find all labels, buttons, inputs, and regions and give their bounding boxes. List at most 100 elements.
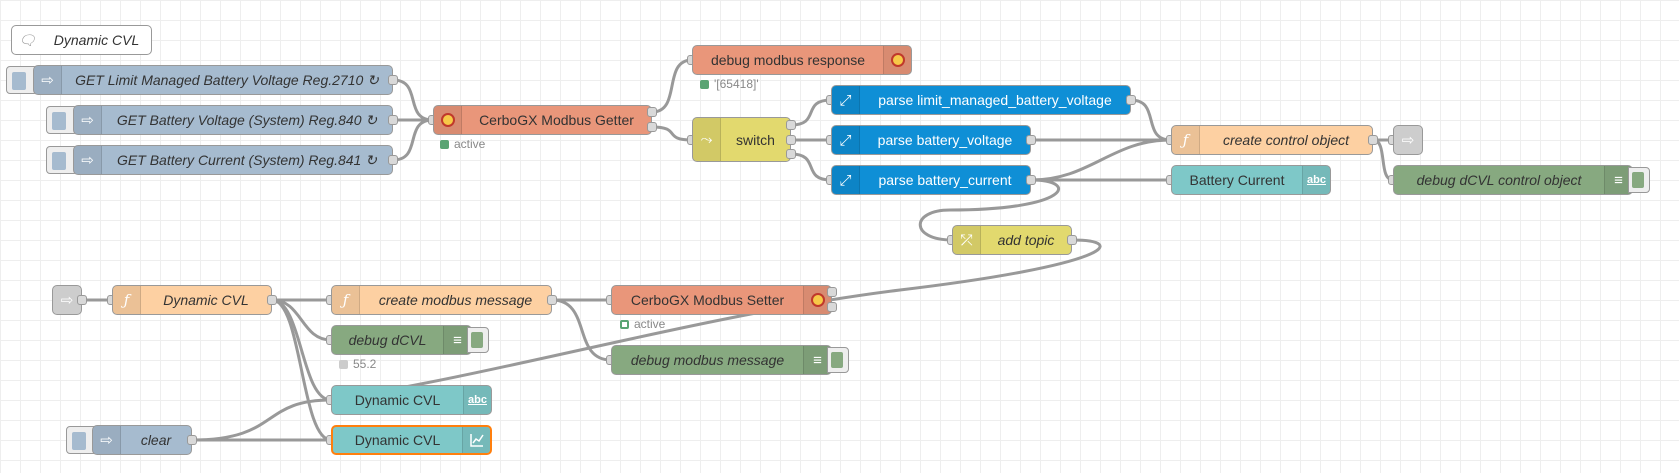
wire: [551, 298, 612, 362]
text-label: Dynamic CVL: [354, 392, 441, 408]
parse-label: parse battery_voltage: [877, 132, 1013, 148]
add-topic-node[interactable]: ⤱ add topic: [952, 225, 1072, 255]
expand-icon: ⤢: [832, 86, 860, 114]
link-out-node[interactable]: ⇨: [1393, 125, 1423, 155]
debug-label: debug modbus response: [710, 52, 866, 68]
battery-current-text-node[interactable]: Battery Current abc: [1171, 165, 1331, 195]
chart-icon: [462, 427, 490, 453]
switch-node[interactable]: ⤳ switch: [692, 117, 791, 162]
function-label: create control object: [1222, 132, 1350, 148]
status-indicator: '[65418]': [700, 77, 759, 91]
debug-toggle-button[interactable]: [467, 327, 489, 353]
wire: [790, 98, 832, 127]
modbus-getter-label: CerboGX Modbus Getter: [479, 112, 634, 128]
output-port[interactable]: [786, 135, 796, 145]
parse-node-current[interactable]: ⤢ parse battery_current: [831, 165, 1031, 195]
output-port[interactable]: [77, 295, 87, 305]
function-label: Dynamic CVL: [163, 292, 249, 308]
switch-icon: ⤳: [693, 118, 721, 161]
inject-button-voltage[interactable]: [46, 106, 78, 134]
wire: [191, 398, 332, 442]
dynamic-cvl-function-node[interactable]: ƒ Dynamic CVL: [112, 285, 272, 315]
modbus-icon: [434, 106, 462, 134]
text-icon: abc: [463, 386, 491, 414]
modbus-icon: [883, 46, 911, 74]
list-icon: ≡: [443, 326, 471, 354]
link-in-node[interactable]: ⇨: [52, 285, 82, 315]
wire: [790, 152, 832, 182]
parse-node-limit[interactable]: ⤢ parse limit_managed_battery_voltage: [831, 85, 1131, 115]
inject-button-current[interactable]: [46, 146, 78, 174]
list-icon: ≡: [1604, 166, 1632, 194]
debug-toggle-button[interactable]: [1628, 167, 1650, 193]
modbus-getter-node[interactable]: CerboGX Modbus Getter: [433, 105, 652, 135]
wire: [1372, 138, 1394, 182]
output-port[interactable]: [267, 295, 277, 305]
modbus-icon: [803, 286, 831, 314]
modbus-setter-node[interactable]: CerboGX Modbus Setter: [611, 285, 832, 315]
inject-label: GET Battery Current (System) Reg.841 ↻: [117, 151, 377, 168]
status-indicator: 55.2: [339, 357, 376, 371]
create-control-object-node[interactable]: ƒ create control object: [1171, 125, 1373, 155]
debug-label: debug dCVL: [348, 332, 427, 348]
output-port[interactable]: [827, 302, 837, 312]
output-port[interactable]: [1026, 175, 1036, 185]
list-icon: ≡: [803, 346, 831, 374]
wire: [651, 58, 693, 114]
output-port[interactable]: [647, 107, 657, 117]
comment-node[interactable]: 🗨 Dynamic CVL: [11, 25, 152, 55]
parse-label: parse battery_current: [878, 172, 1012, 188]
output-port[interactable]: [1026, 135, 1036, 145]
comment-label: Dynamic CVL: [53, 32, 140, 48]
status-indicator: active: [620, 317, 665, 331]
wire: [271, 298, 332, 442]
function-icon: ƒ: [1172, 126, 1200, 154]
status-dot: [440, 139, 449, 149]
debug-label: debug modbus message: [630, 352, 785, 368]
comment-icon: 🗨: [18, 31, 36, 48]
inject-node-limit[interactable]: ⇨ GET Limit Managed Battery Voltage Reg.…: [33, 65, 393, 95]
function-icon: ƒ: [332, 286, 360, 314]
status-text: active: [634, 317, 666, 331]
output-port[interactable]: [786, 149, 796, 159]
status-dot: [620, 319, 629, 329]
output-port[interactable]: [388, 75, 398, 85]
output-port[interactable]: [187, 435, 197, 445]
inject-icon: ⇨: [74, 106, 102, 134]
wire: [271, 298, 332, 402]
debug-modbus-message-node[interactable]: debug modbus message ≡: [611, 345, 832, 375]
debug-modbus-response-node[interactable]: debug modbus response: [692, 45, 912, 75]
debug-control-object-node[interactable]: debug dCVL control object ≡: [1393, 165, 1633, 195]
output-port[interactable]: [388, 155, 398, 165]
inject-node-clear[interactable]: ⇨ clear: [92, 425, 192, 455]
inject-node-current[interactable]: ⇨ GET Battery Current (System) Reg.841 ↻: [73, 145, 393, 175]
output-port[interactable]: [827, 287, 837, 297]
inject-label: GET Battery Voltage (System) Reg.840 ↻: [116, 111, 378, 128]
wire: [330, 238, 1102, 402]
output-port[interactable]: [1368, 135, 1378, 145]
modbus-setter-label: CerboGX Modbus Setter: [630, 292, 785, 308]
debug-label: debug dCVL control object: [1416, 172, 1582, 188]
output-port[interactable]: [786, 120, 796, 130]
output-port[interactable]: [388, 115, 398, 125]
wire: [1130, 98, 1172, 142]
dynamic-cvl-chart-node[interactable]: Dynamic CVL: [331, 425, 492, 455]
wire: [392, 78, 434, 122]
inject-icon: ⇨: [74, 146, 102, 174]
parse-node-voltage[interactable]: ⤢ parse battery_voltage: [831, 125, 1031, 155]
inject-node-voltage[interactable]: ⇨ GET Battery Voltage (System) Reg.840 ↻: [73, 105, 393, 135]
parse-label: parse limit_managed_battery_voltage: [878, 92, 1112, 108]
wire: [1030, 138, 1172, 182]
create-modbus-message-node[interactable]: ƒ create modbus message: [331, 285, 552, 315]
output-port[interactable]: [1067, 235, 1077, 245]
output-port[interactable]: [547, 295, 557, 305]
status-text: '[65418]': [714, 77, 759, 91]
abc-badge: abc: [1307, 174, 1326, 186]
debug-dcvl-node[interactable]: debug dCVL ≡: [331, 325, 472, 355]
output-port[interactable]: [1126, 95, 1136, 105]
debug-toggle-button[interactable]: [827, 347, 849, 373]
wire: [392, 118, 434, 162]
output-port[interactable]: [647, 122, 657, 132]
wire: [651, 125, 693, 142]
dynamic-cvl-text-node[interactable]: Dynamic CVL abc: [331, 385, 492, 415]
